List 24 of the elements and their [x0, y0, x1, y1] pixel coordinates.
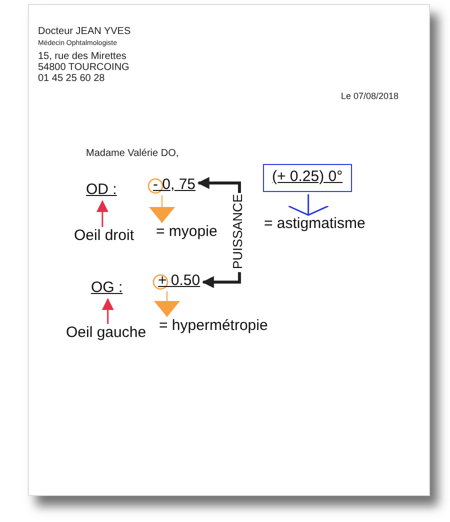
power-value: + 0.50 — [156, 272, 200, 290]
arrow — [288, 194, 330, 216]
eye-label: OG : — [91, 279, 123, 296]
eye-caption: Oeil droit — [74, 227, 134, 244]
eye-caption: Oeil gauche — [66, 324, 146, 342]
patient-name: Madame Valérie DO, — [86, 148, 179, 159]
power-value: - 0, 75 — [151, 176, 196, 194]
triangle-arrow — [149, 194, 175, 224]
bracket-arrow — [202, 272, 241, 288]
doctor-name: Docteur JEAN YVES — [38, 26, 131, 37]
arrow — [102, 298, 114, 324]
triangle-arrow — [154, 290, 180, 318]
meaning-text: = myopie — [156, 223, 218, 240]
meaning-text: = astigmatisme — [264, 215, 366, 232]
bracket-arrow — [197, 177, 241, 193]
letter-date: Le 07/08/2018 — [341, 91, 399, 101]
arrow — [96, 200, 108, 227]
axis-value: (+ 0.25) 0° — [263, 164, 352, 192]
city-line: 54800 TOURCOING — [38, 62, 130, 73]
power-label: PUISSANCE — [229, 192, 248, 272]
eye-label: OD : — [86, 181, 117, 198]
meaning-text: = hypermétropie — [159, 317, 268, 334]
address-line: 15, rue des Mirettes — [38, 51, 126, 62]
phone-number: 01 45 25 60 28 — [38, 73, 105, 84]
